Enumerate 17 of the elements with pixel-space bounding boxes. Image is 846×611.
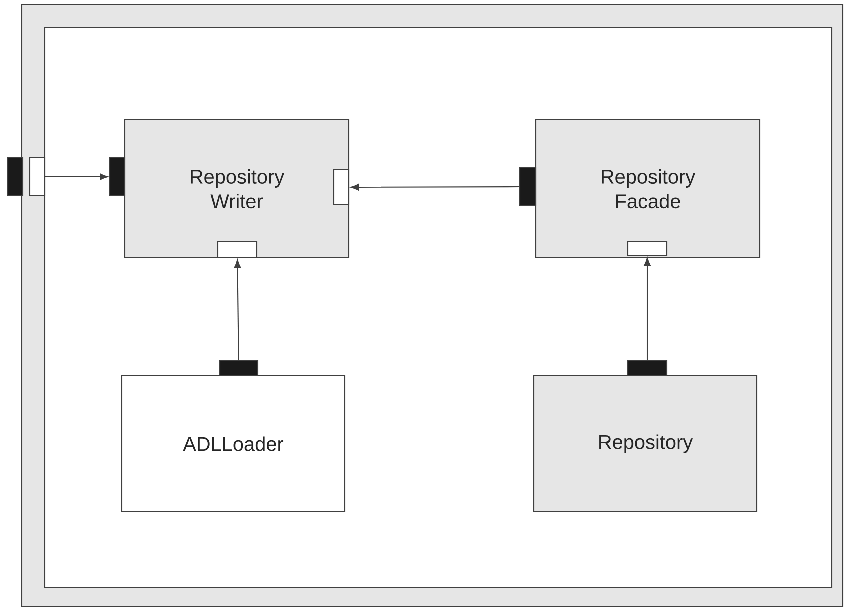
arrow: [45, 174, 108, 180]
port: [7, 157, 24, 197]
port: [519, 167, 537, 207]
port: [109, 157, 126, 197]
port: [219, 360, 259, 377]
component-box: Repository Facade: [535, 119, 761, 259]
port: [333, 169, 350, 206]
component-box: Repository: [533, 375, 758, 513]
component-box: ADLLoader: [121, 375, 346, 513]
port: [627, 241, 668, 257]
arrow: [644, 258, 651, 361]
arrow: [234, 260, 242, 361]
port: [217, 241, 258, 259]
component-box: Repository Writer: [124, 119, 350, 259]
arrow: [350, 184, 520, 191]
port: [627, 360, 668, 377]
port: [29, 157, 46, 197]
